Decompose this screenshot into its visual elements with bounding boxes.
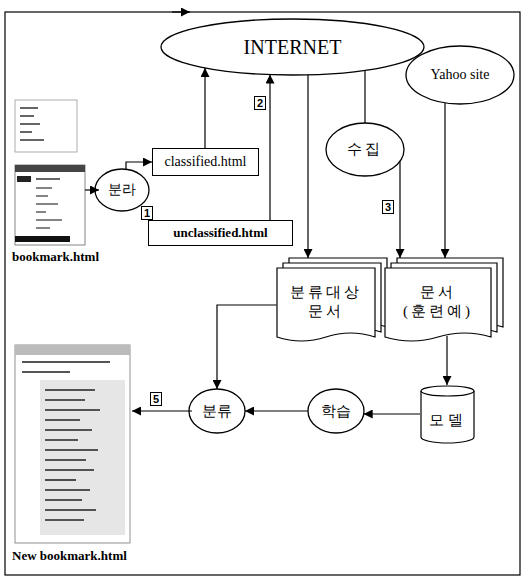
ellipse-outline (161, 19, 424, 75)
text-group: unclassified.html (173, 225, 267, 241)
flow-arrow (444, 103, 445, 258)
file-box: classified.html (152, 148, 259, 176)
node-text: INTERNET (244, 35, 342, 60)
process-circle: 분류 (188, 388, 246, 434)
node-text: 수집 (347, 140, 383, 159)
node-text: unclassified.html (173, 225, 267, 241)
flow-arrow (364, 413, 420, 414)
text-group: 분라 (108, 181, 136, 199)
network-ellipse: INTERNET (160, 18, 425, 76)
page-outline (277, 268, 375, 341)
node-outline (385, 258, 503, 343)
node-text: 분류 (202, 402, 232, 421)
output-arrow (132, 410, 192, 411)
text-group: classified.html (164, 153, 246, 171)
process-circle: 학습 (307, 388, 365, 434)
flow-arrow (204, 68, 205, 148)
document-stack: 분류대상 문서 (277, 258, 387, 343)
cylinder-top (421, 386, 474, 396)
ellipse-outline (189, 389, 245, 433)
frame-arrow (172, 11, 190, 12)
document-stack: 문서 (훈련예) (385, 258, 503, 343)
frame-border (5, 12, 520, 575)
node-text: 학습 (321, 402, 351, 421)
flow-arrow (364, 70, 365, 123)
node-text: 분라 (108, 181, 136, 199)
model-store: 모델 (420, 385, 475, 443)
flow-arrow (126, 162, 152, 169)
text-group: 수집 (347, 140, 383, 159)
process-ellipse: 수집 (325, 122, 405, 177)
flow-arrow (307, 75, 308, 258)
node-text: 모델 (429, 411, 467, 430)
ellipse-outline (406, 46, 514, 104)
node-text: classified.html (164, 153, 246, 171)
file-box: unclassified.html (148, 220, 293, 246)
bookmark-screenshot (15, 100, 77, 152)
bookmark-screenshot (15, 345, 130, 543)
ellipse-outline (308, 389, 364, 433)
file-name: New bookmark.html (12, 548, 127, 564)
node-text: Yahoo site (431, 66, 490, 84)
ellipse-outline (326, 123, 404, 176)
cylinder-body (421, 391, 474, 443)
flow-arrow (217, 305, 277, 389)
text-group: 분류대상 문서 (286, 283, 366, 321)
flow-arrow (269, 75, 270, 220)
site-ellipse: Yahoo site (405, 45, 515, 105)
text-group: 학습 (321, 402, 351, 421)
callout-number: 2 (254, 96, 266, 110)
page-outline (385, 268, 491, 341)
callout-number: 5 (150, 392, 162, 406)
node-outline (277, 258, 387, 343)
text-group: Yahoo site (431, 66, 490, 84)
input-arrow (85, 189, 99, 190)
text-group: INTERNET (244, 35, 342, 60)
flow-arrow (399, 161, 400, 258)
callout-number: 1 (141, 206, 153, 220)
flow-arrow (446, 336, 447, 385)
callout-number: 3 (382, 200, 394, 214)
file-name: bookmark.html (12, 249, 99, 265)
node-text: 분류대상 문서 (286, 283, 366, 321)
text-group: 분류 (202, 402, 232, 421)
flow-arrow (245, 410, 308, 411)
text-group: 문서 (훈련예) (398, 283, 478, 321)
bookmark-screenshot (15, 165, 85, 245)
text-group: 모델 (429, 411, 467, 430)
ellipse-outline (95, 169, 149, 211)
node-text: 문서 (훈련예) (398, 283, 478, 321)
